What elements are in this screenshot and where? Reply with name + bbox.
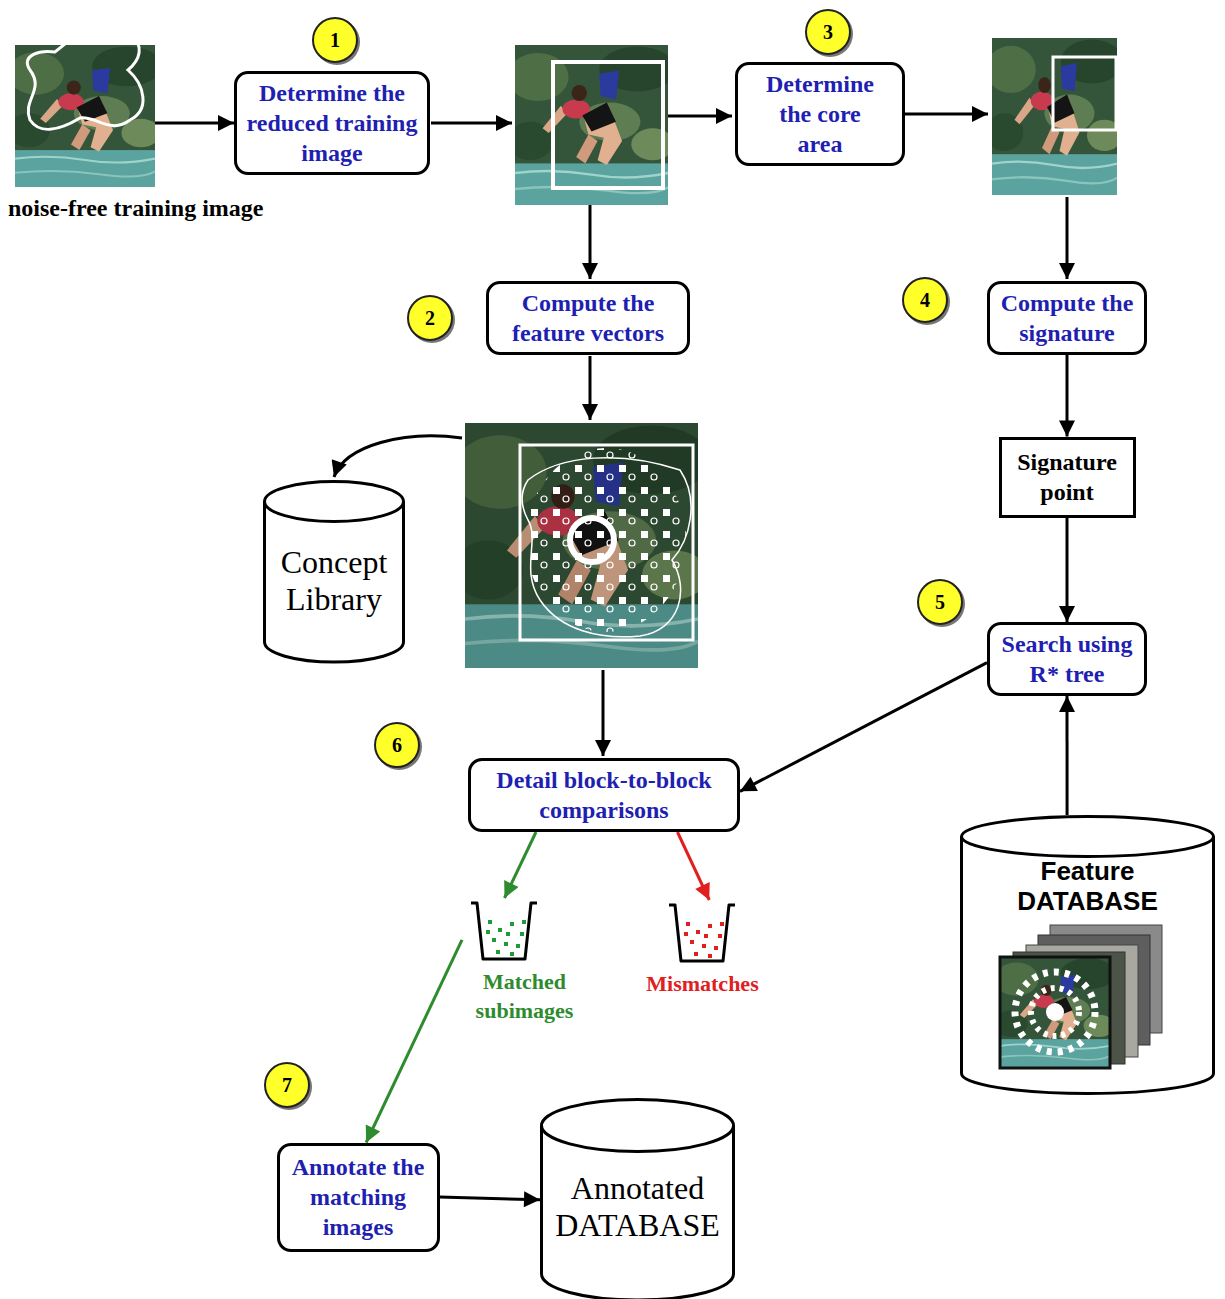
- connector-arrow: [366, 940, 462, 1143]
- reduced-photo: [507, 45, 675, 205]
- database-cylinder: Concept Library: [263, 480, 405, 664]
- database-cylinder: Annotated DATABASE: [540, 1098, 735, 1299]
- process-label: Detail block-to-block comparisons: [477, 765, 731, 825]
- bucket-outline: [668, 900, 738, 966]
- callout-number: 5: [935, 591, 945, 614]
- connectors: [155, 123, 1067, 1200]
- callout-circle: 7: [264, 1062, 310, 1108]
- data-label: Signature point: [1008, 447, 1127, 507]
- callout-circle: 3: [805, 9, 851, 55]
- database-cylinder: Feature DATABASE: [960, 815, 1215, 1095]
- data-box: Signature point: [999, 437, 1136, 518]
- connector-arrow: [1066, 355, 1069, 437]
- process-box: Annotate the matching images: [277, 1143, 440, 1252]
- database-image-stack: [995, 925, 1163, 1068]
- bucket-label: Matched subimages: [462, 968, 587, 1025]
- process-box: Determine the core area: [735, 62, 905, 166]
- bucket-outline: [470, 898, 540, 964]
- database-label: Feature DATABASE: [1003, 857, 1173, 917]
- process-label: Annotate the matching images: [286, 1152, 431, 1242]
- image-caption: noise-free training image: [8, 195, 148, 221]
- illustrations: [8, 30, 1162, 1068]
- picture-arrows: [334, 114, 1067, 756]
- callout-number: 4: [920, 289, 930, 312]
- training-image: noise-free training image: [15, 45, 155, 187]
- callout-circle: 4: [902, 277, 948, 323]
- callout-circle: 2: [407, 295, 453, 341]
- connector-arrow: [440, 1197, 541, 1200]
- process-box: Determine the reduced training image: [234, 71, 430, 175]
- connector-arrow: [505, 832, 537, 898]
- connector-arrow: [740, 663, 987, 792]
- process-label: Compute the feature vectors: [495, 288, 681, 348]
- callout-number: 2: [425, 307, 435, 330]
- connector-arrow: [1066, 696, 1069, 815]
- process-label: Determine the core area: [763, 69, 878, 159]
- bucket-label: Mismatches: [635, 970, 770, 999]
- callout-number: 1: [330, 29, 340, 52]
- process-box: Detail block-to-block comparisons: [468, 758, 740, 832]
- database-label: Concept Library: [269, 544, 399, 618]
- process-label: Determine the reduced training image: [243, 78, 421, 168]
- database-label: Annotated DATABASE: [545, 1170, 730, 1244]
- connector-arrow: [677, 832, 709, 900]
- callout-circle: 5: [917, 579, 963, 625]
- callout-number: 3: [823, 21, 833, 44]
- process-box: Search using R* tree: [987, 622, 1147, 696]
- callout-number: 7: [282, 1074, 292, 1097]
- feature-block-photo: [453, 423, 709, 668]
- core-area-photo: [986, 38, 1124, 195]
- connector-arrow: [155, 122, 234, 125]
- result-bucket: Matched subimages: [462, 898, 587, 1025]
- process-box: Compute the signature: [987, 281, 1147, 355]
- process-label: Search using R* tree: [996, 629, 1138, 689]
- connector-arrow: [1066, 518, 1069, 623]
- process-box: Compute the feature vectors: [486, 281, 690, 355]
- callout-number: 6: [392, 734, 402, 757]
- callout-circle: 6: [374, 722, 420, 768]
- training-photo: [8, 30, 162, 187]
- result-bucket: Mismatches: [635, 900, 770, 999]
- callout-circle: 1: [312, 17, 358, 63]
- process-label: Compute the signature: [996, 288, 1138, 348]
